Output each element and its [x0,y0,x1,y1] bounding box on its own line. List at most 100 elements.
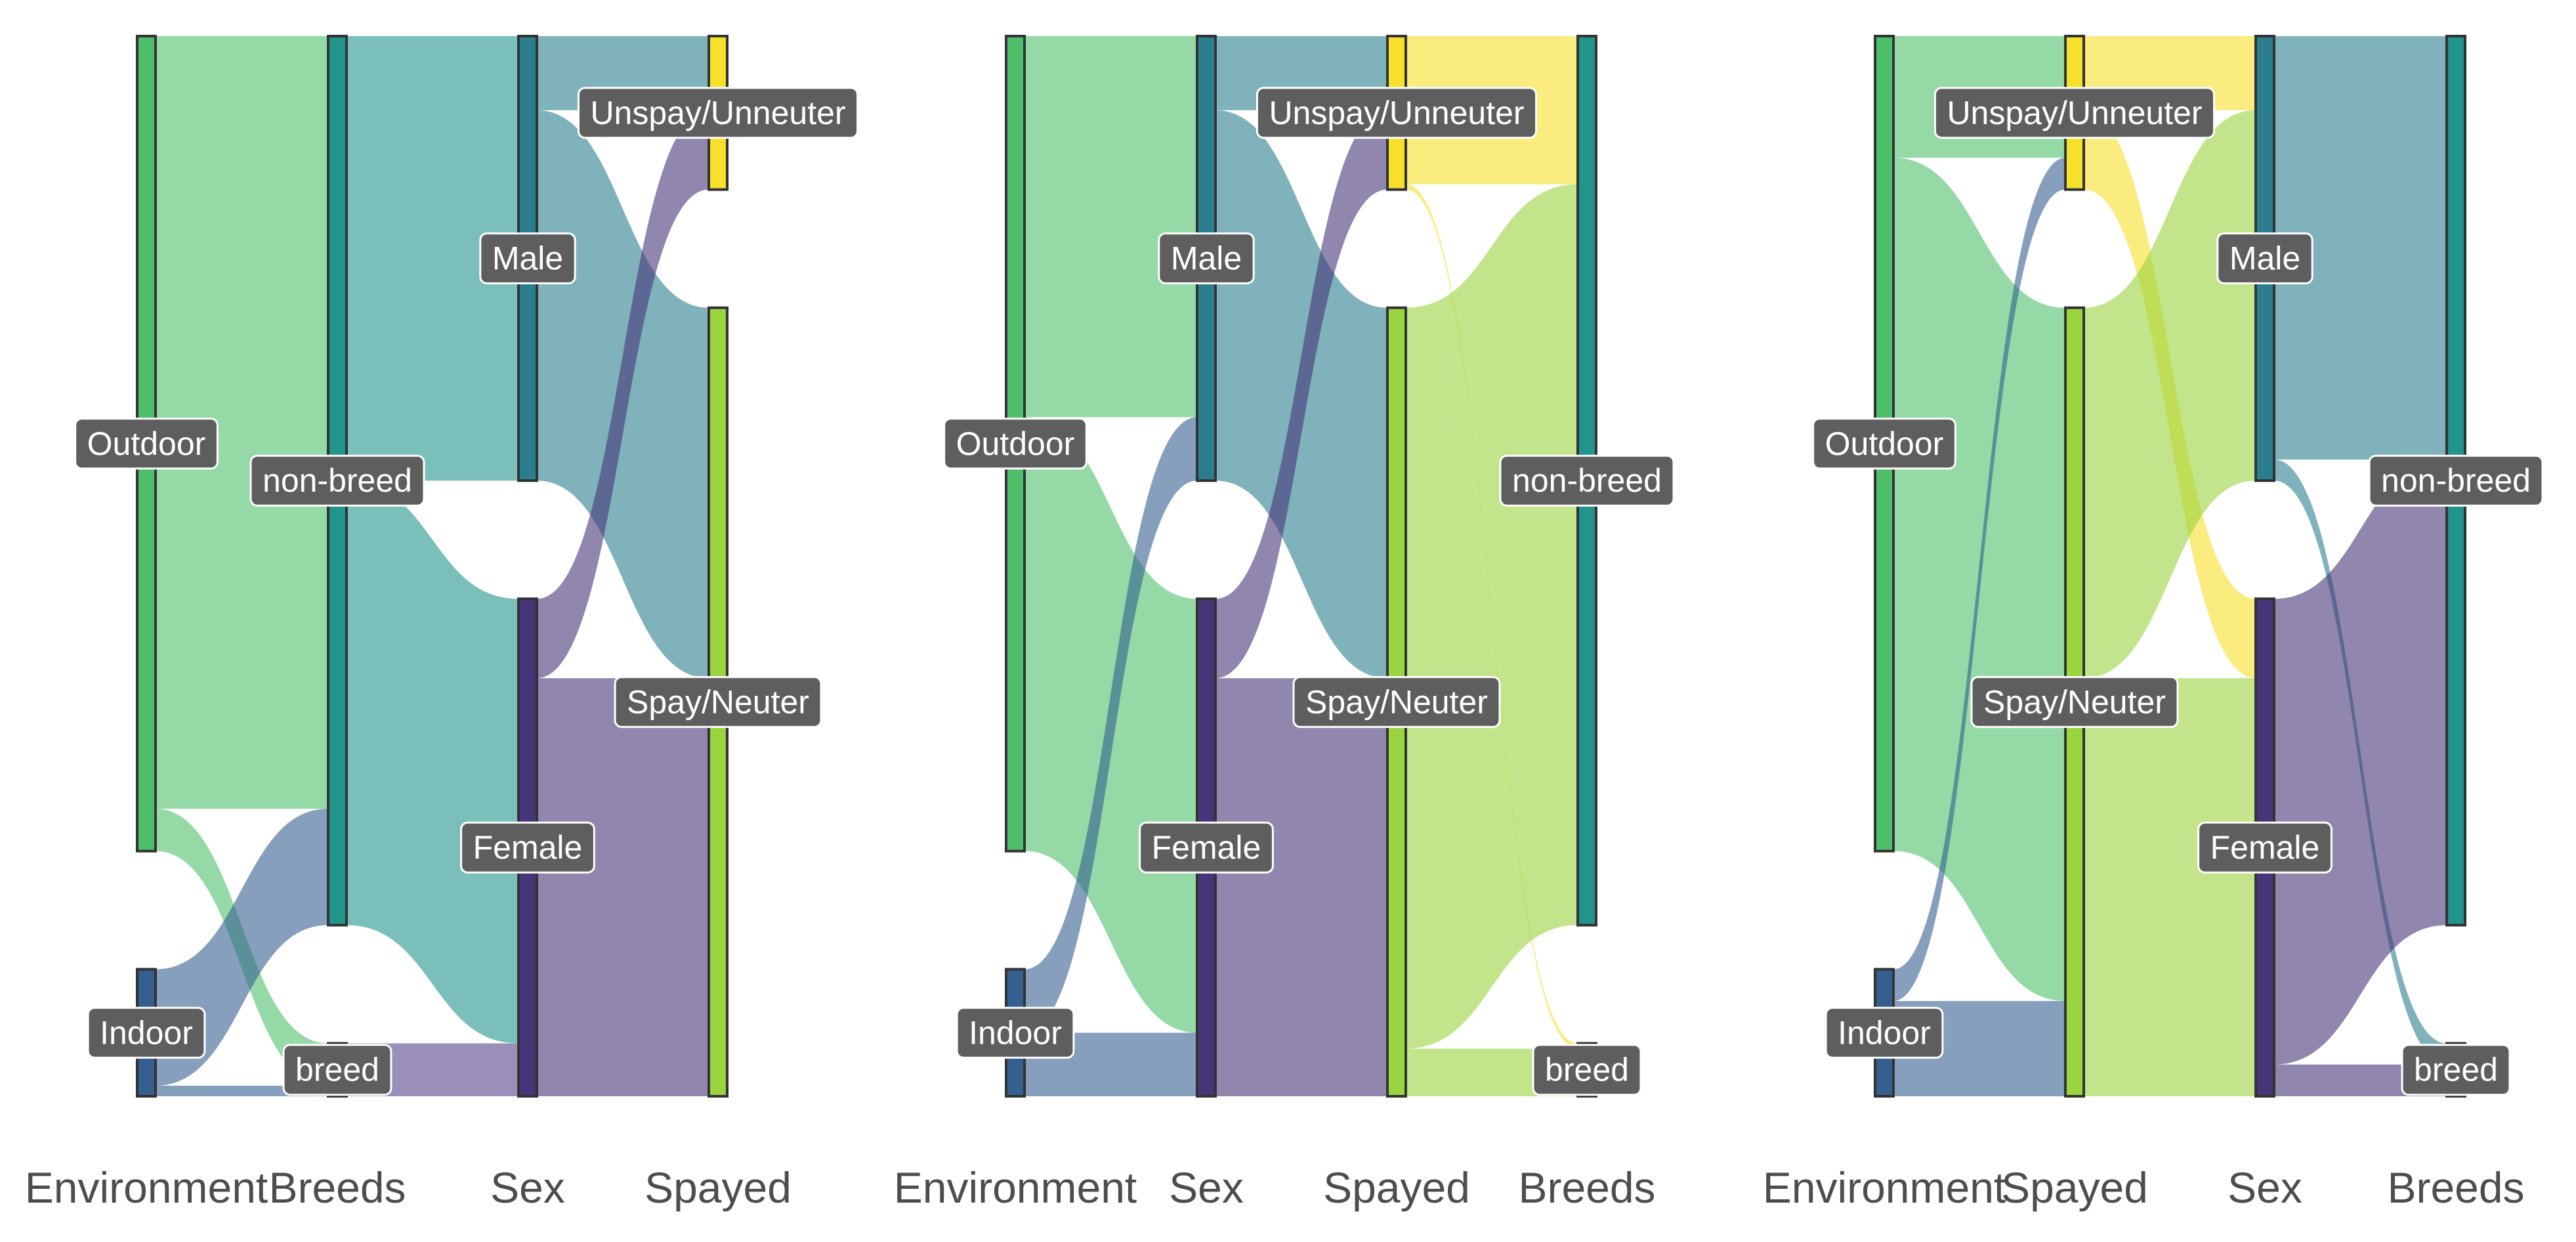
label-box [2368,454,2544,507]
label-box [1812,418,1956,470]
label-text: Outdoor [87,425,206,462]
label-box [460,821,595,874]
axis-label-breeds: Breeds [268,1163,406,1212]
flow-spay-neuter-to-female [2084,678,2256,1096]
label-text: Male [2229,240,2300,277]
label-box [282,1044,392,1096]
node-label-outdoor: Outdoor [74,418,219,470]
label-box [943,418,1087,470]
label-text: Spay/Neuter [1305,683,1488,720]
axis-label-sex: Sex [1169,1163,1244,1212]
node-label-male: Male [1158,232,1255,285]
label-text: breed [1545,1052,1629,1088]
flow-layer [156,36,709,1096]
node-label-spay-neuter: Spay/Neuter [1970,675,2179,728]
node-label-non-breed: non-breed [2368,454,2544,507]
label-text: Female [2210,829,2320,866]
label-box [2401,1044,2511,1096]
label-text: Unspay/Unneuter [1947,95,2202,131]
flow-outdoor-to-male [1024,36,1197,418]
node-label-unspay-unneuter: Unspay/Unneuter [577,87,859,139]
node-label-unspay-unneuter: Unspay/Unneuter [1256,87,1538,139]
node-label-female: Female [2197,821,2333,874]
label-text: Outdoor [1825,425,1944,462]
axis-label-environment: Environment [1763,1163,2006,1212]
label-text: non-breed [1512,462,1662,499]
label-box [1158,232,1255,285]
node-label-breed: breed [2401,1044,2511,1096]
axis-label-spayed: Spayed [644,1163,792,1212]
flow-female-to-unspay-unneuter [537,110,709,679]
flow-female-to-unspay-unneuter [1215,110,1387,679]
label-text: Male [1171,240,1242,277]
node-label-indoor: Indoor [1825,1006,1944,1059]
label-box [87,1006,206,1059]
node-label-spay-neuter: Spay/Neuter [614,675,822,728]
label-box [479,232,576,285]
node-label-male: Male [2216,232,2313,285]
node-label-non-breed: non-breed [1499,454,1675,507]
axis-label-spayed: Spayed [1323,1163,1470,1212]
label-box [956,1006,1075,1059]
label-box [2197,821,2333,874]
flow-non-breed-to-female [347,481,518,1044]
axis-label-sex: Sex [2228,1163,2302,1212]
label-box [1292,675,1501,728]
label-text: Female [473,829,583,866]
label-box [1256,87,1538,139]
label-text: breed [2414,1052,2498,1088]
label-text: non-breed [2381,462,2531,499]
label-box [1139,821,1274,874]
node-label-indoor: Indoor [956,1006,1075,1059]
node-label-female: Female [460,821,595,874]
node-label-non-breed: non-breed [249,454,425,507]
node-label-outdoor: Outdoor [1812,418,1956,470]
label-text: Spay/Neuter [627,683,809,720]
axis-label-breeds: Breeds [1518,1163,1655,1212]
label-box [1532,1044,1642,1096]
node-label-indoor: Indoor [87,1006,206,1059]
axis-label-environment: Environment [894,1163,1137,1212]
flow-indoor-to-male [1024,417,1197,1033]
label-text: Indoor [100,1014,193,1051]
label-text: Indoor [969,1014,1062,1051]
axis-label-spayed: Spayed [2001,1163,2148,1212]
label-text: Unspay/Unneuter [1269,95,1524,131]
label-box [249,454,425,507]
flow-layer [1893,36,2447,1096]
flow-outdoor-to-non-breed [156,36,328,809]
label-text: non-breed [263,462,412,499]
flow-indoor-to-unspay-unneuter [1893,158,2065,1001]
node-label-spay-neuter: Spay/Neuter [1292,675,1501,728]
label-text: Female [1152,829,1261,866]
label-text: Outdoor [956,425,1075,462]
label-box [2216,232,2313,285]
node-label-breed: breed [1532,1044,1642,1096]
label-box [614,675,822,728]
flow-female-to-non-breed [2274,459,2447,1065]
flow-female-to-spay-neuter [537,678,709,1096]
label-box [1499,454,1675,507]
label-box [577,87,859,139]
label-box [1825,1006,1944,1059]
node-label-male: Male [479,232,576,285]
label-text: Male [492,240,563,277]
flow-male-to-non-breed [2274,36,2447,460]
label-box [74,418,219,470]
flow-female-to-spay-neuter [1215,678,1387,1096]
flow-non-breed-to-male [347,36,518,481]
label-box [1933,87,2216,139]
label-text: Indoor [1838,1014,1931,1051]
label-text: breed [295,1052,379,1088]
flow-spay-neuter-to-non-breed [1406,184,1578,1049]
label-text: Unspay/Unneuter [590,95,845,131]
axis-label-breeds: Breeds [2387,1163,2524,1212]
flow-spay-neuter-to-male [2084,110,2256,679]
label-box [1970,675,2179,728]
node-label-female: Female [1139,821,1274,874]
